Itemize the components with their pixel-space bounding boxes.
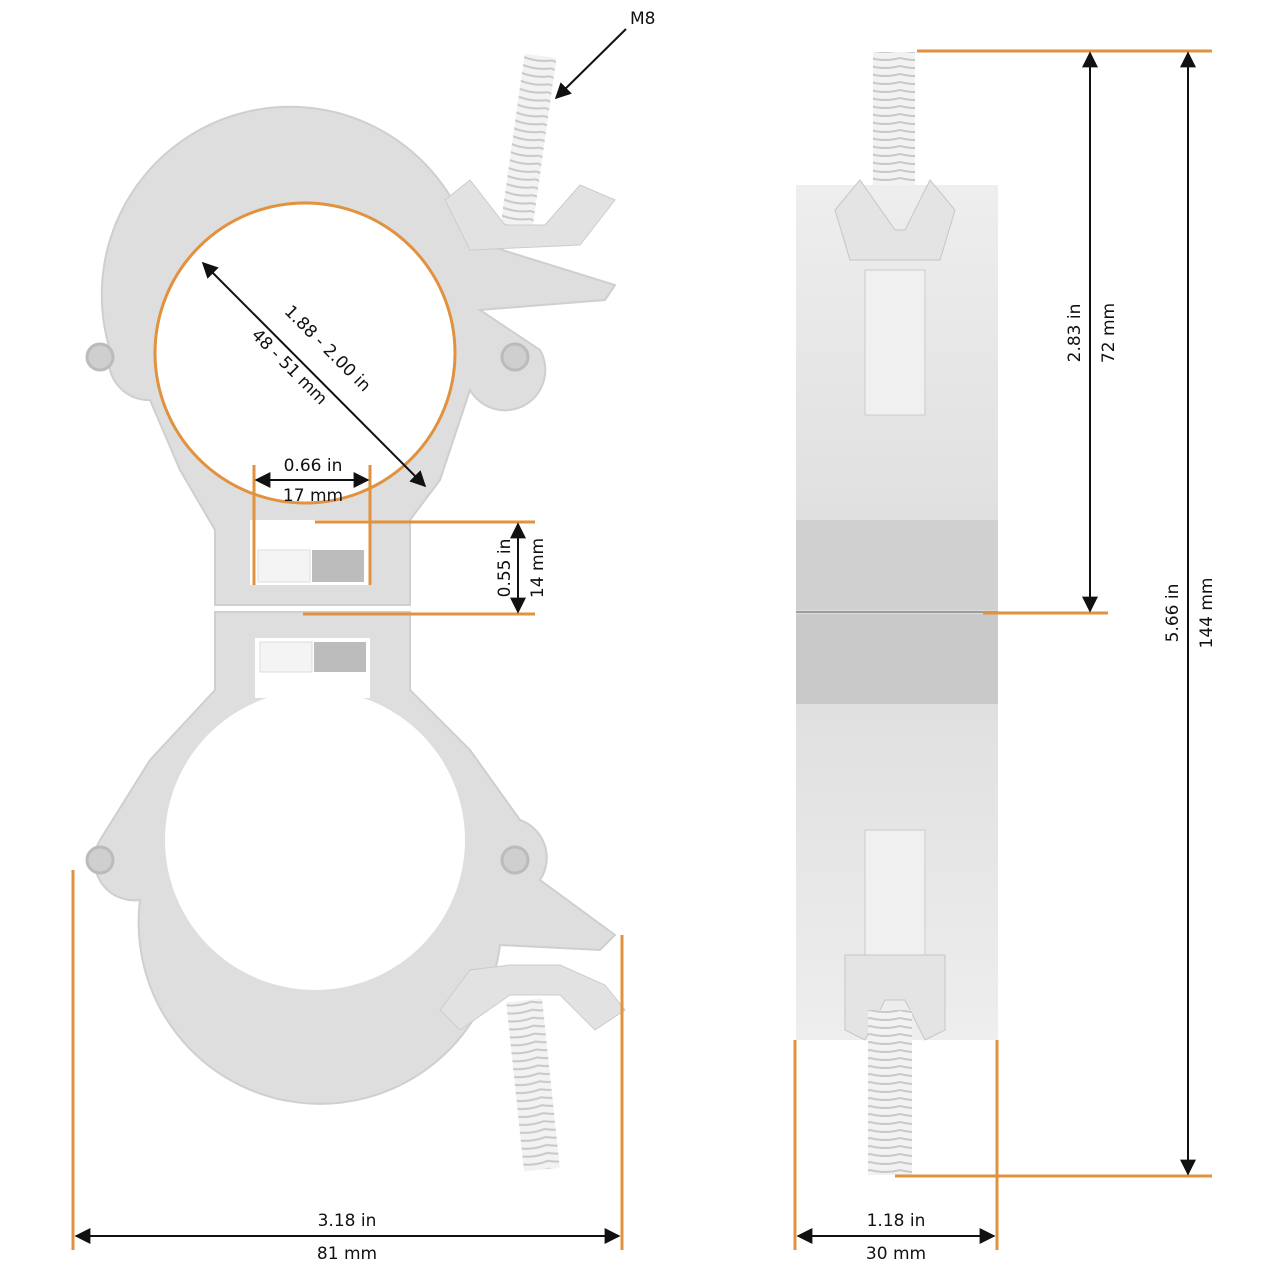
- lower-wing-nut-icon: [439, 964, 626, 1031]
- overall-height-imperial: 5.66 in: [1163, 584, 1183, 643]
- overall-width-imperial: 3.18 in: [318, 1211, 377, 1231]
- tube-diameter-arrow: [201, 261, 427, 488]
- side-body-band-upper: [796, 520, 998, 610]
- lower-bolt-icon: [506, 998, 560, 1172]
- slot-height-metric: 14 mm: [528, 538, 548, 598]
- side-upper-collar-icon: [864, 269, 926, 416]
- side-view: 5.66 in 144 mm 2.83 in 72 mm 1.18 in 30 …: [793, 49, 1217, 1264]
- body-width-metric: 30 mm: [866, 1244, 926, 1264]
- half-height-metric: 72 mm: [1099, 303, 1119, 363]
- side-lower-collar-icon: [864, 829, 926, 961]
- half-height-imperial: 2.83 in: [1065, 304, 1085, 363]
- tube-outline: [153, 201, 457, 505]
- overall-height-metric: 144 mm: [1197, 578, 1217, 649]
- side-body-band-lower: [796, 614, 998, 704]
- thread-callout-arrow: [554, 28, 627, 100]
- overall-width-metric: 81 mm: [317, 1244, 377, 1264]
- thread-callout-label: M8: [630, 9, 655, 29]
- side-upper-wing-nut-icon: [834, 179, 956, 261]
- front-view: 1.88 - 2.00 in 48 - 51 mm 0.66 in 17 mm …: [71, 9, 655, 1264]
- body-width-imperial: 1.18 in: [867, 1211, 926, 1231]
- slot-height-imperial: 0.55 in: [495, 539, 515, 598]
- upper-wing-nut-icon: [444, 179, 616, 251]
- slot-width-metric: 17 mm: [283, 486, 343, 506]
- top-bolt-icon: [499, 53, 557, 237]
- side-lower-bolt-icon: [868, 1010, 912, 1175]
- slot-width-imperial: 0.66 in: [284, 456, 343, 476]
